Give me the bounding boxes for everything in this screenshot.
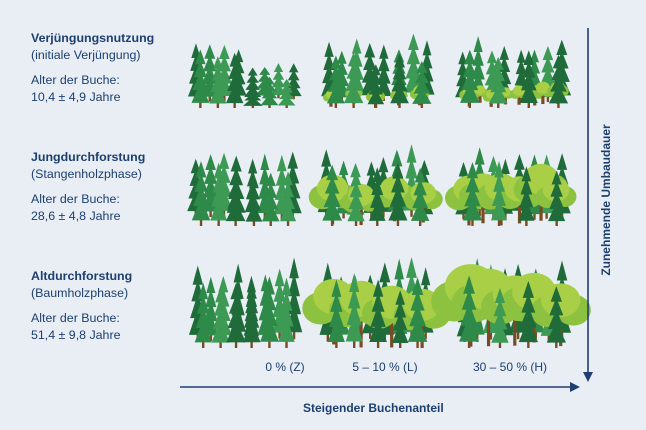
spruce-tree: [369, 279, 387, 348]
spruce-tree: [462, 162, 482, 226]
spruce-tree: [226, 282, 246, 348]
forest-cell-r0-c0: [187, 43, 302, 108]
row-label-jungdurchforstung: Jungdurchforstung (Stangenholzphase) Alt…: [31, 149, 196, 225]
x-axis-title: Steigender Buchenanteil: [303, 401, 444, 415]
row-age-label: Alter der Buche:: [31, 311, 120, 325]
row-age-value: 51,4 ± 9,8 Jahre: [31, 328, 121, 342]
row-age-value: 28,6 ± 4,8 Jahre: [31, 209, 121, 223]
spruce-tree: [225, 169, 246, 226]
spruce-tree: [261, 172, 280, 226]
spruce-tree: [369, 167, 386, 226]
row-age-label: Alter der Buche:: [31, 73, 120, 87]
forest-cell-r0-c2: [455, 36, 572, 108]
spruce-tree: [345, 273, 363, 348]
spruce-tree: [546, 286, 566, 348]
spruce-tree: [347, 171, 365, 226]
row-label-verjuengung: Verjüngungsnutzung (initiale Verjüngung)…: [31, 30, 196, 106]
spruce-tree: [488, 56, 508, 108]
spruce-tree: [322, 164, 343, 226]
spruce-tree: [548, 170, 566, 226]
y-axis-title: Zunehmende Umbaudauer: [599, 124, 613, 276]
spruce-tree: [391, 290, 409, 348]
spruce-tree: [278, 277, 295, 348]
spruce-tree: [518, 166, 535, 226]
forest-cell-r2-c1: [302, 257, 451, 348]
spruce-tree: [390, 53, 409, 108]
forest-cell-r0-c1: [321, 33, 435, 108]
spruce-tree: [410, 167, 430, 226]
forest-cell-r1-c2: [444, 147, 577, 226]
spruce-tree: [260, 76, 279, 108]
spruce-tree: [242, 282, 261, 348]
spruce-tree: [245, 175, 263, 226]
spruce-tree: [326, 55, 345, 108]
forest-cell-r2-c0: [188, 257, 303, 348]
forest-cell-r2-c2: [431, 257, 591, 348]
spruce-tree: [327, 279, 345, 348]
spruce-tree: [270, 63, 287, 99]
spruce-tree: [490, 161, 508, 226]
spruce-tree: [225, 52, 244, 108]
row-age-value: 10,4 ± 4,9 Jahre: [31, 90, 121, 104]
spruce-tree: [412, 61, 432, 108]
spruce-tree: [191, 161, 211, 226]
spruce-tree: [518, 280, 538, 348]
x-axis-arrow: [180, 382, 580, 392]
y-axis-arrow: [583, 28, 593, 382]
spruce-tree: [242, 83, 263, 108]
row-title: Altdurchforstung: [31, 269, 133, 283]
spruce-tree: [407, 277, 428, 348]
spruce-tree: [210, 162, 228, 226]
column-label-1: 5 – 10 % (L): [352, 360, 418, 374]
spruce-tree: [548, 54, 569, 108]
spruce-tree: [460, 49, 480, 108]
row-phase: (Stangenholzphase): [31, 167, 142, 181]
spruce-tree: [519, 50, 538, 108]
spruce-tree: [191, 49, 210, 108]
row-age-label: Alter der Buche:: [31, 192, 120, 206]
spruce-tree: [285, 63, 302, 100]
row-phase: (Baumholzphase): [31, 286, 129, 300]
spruce-tree: [211, 286, 230, 348]
row-title: Jungdurchforstung: [31, 150, 146, 164]
column-label-2: 30 – 50 % (H): [472, 360, 548, 374]
spruce-tree: [367, 64, 385, 108]
spruce-tree: [279, 171, 297, 226]
spruce-tree: [209, 56, 227, 108]
row-label-altdurchforstung: Altdurchforstung (Baumholzphase) Alter d…: [31, 268, 196, 344]
spruce-tree: [388, 162, 408, 226]
forest-cell-r1-c1: [308, 144, 443, 226]
spruce-tree: [260, 276, 279, 348]
spruce-tree: [491, 287, 509, 348]
spruce-tree: [343, 52, 364, 108]
forest-cell-r1-c0: [187, 151, 302, 226]
spruce-tree: [194, 282, 212, 348]
forest-cells: [187, 33, 591, 348]
row-title: Verjüngungsnutzung: [31, 31, 155, 45]
row-phase: (initiale Verjüngung): [31, 48, 141, 62]
spruce-tree: [277, 78, 296, 108]
spruce-tree: [459, 275, 480, 348]
column-label-0: 0 % (Z): [265, 360, 305, 374]
